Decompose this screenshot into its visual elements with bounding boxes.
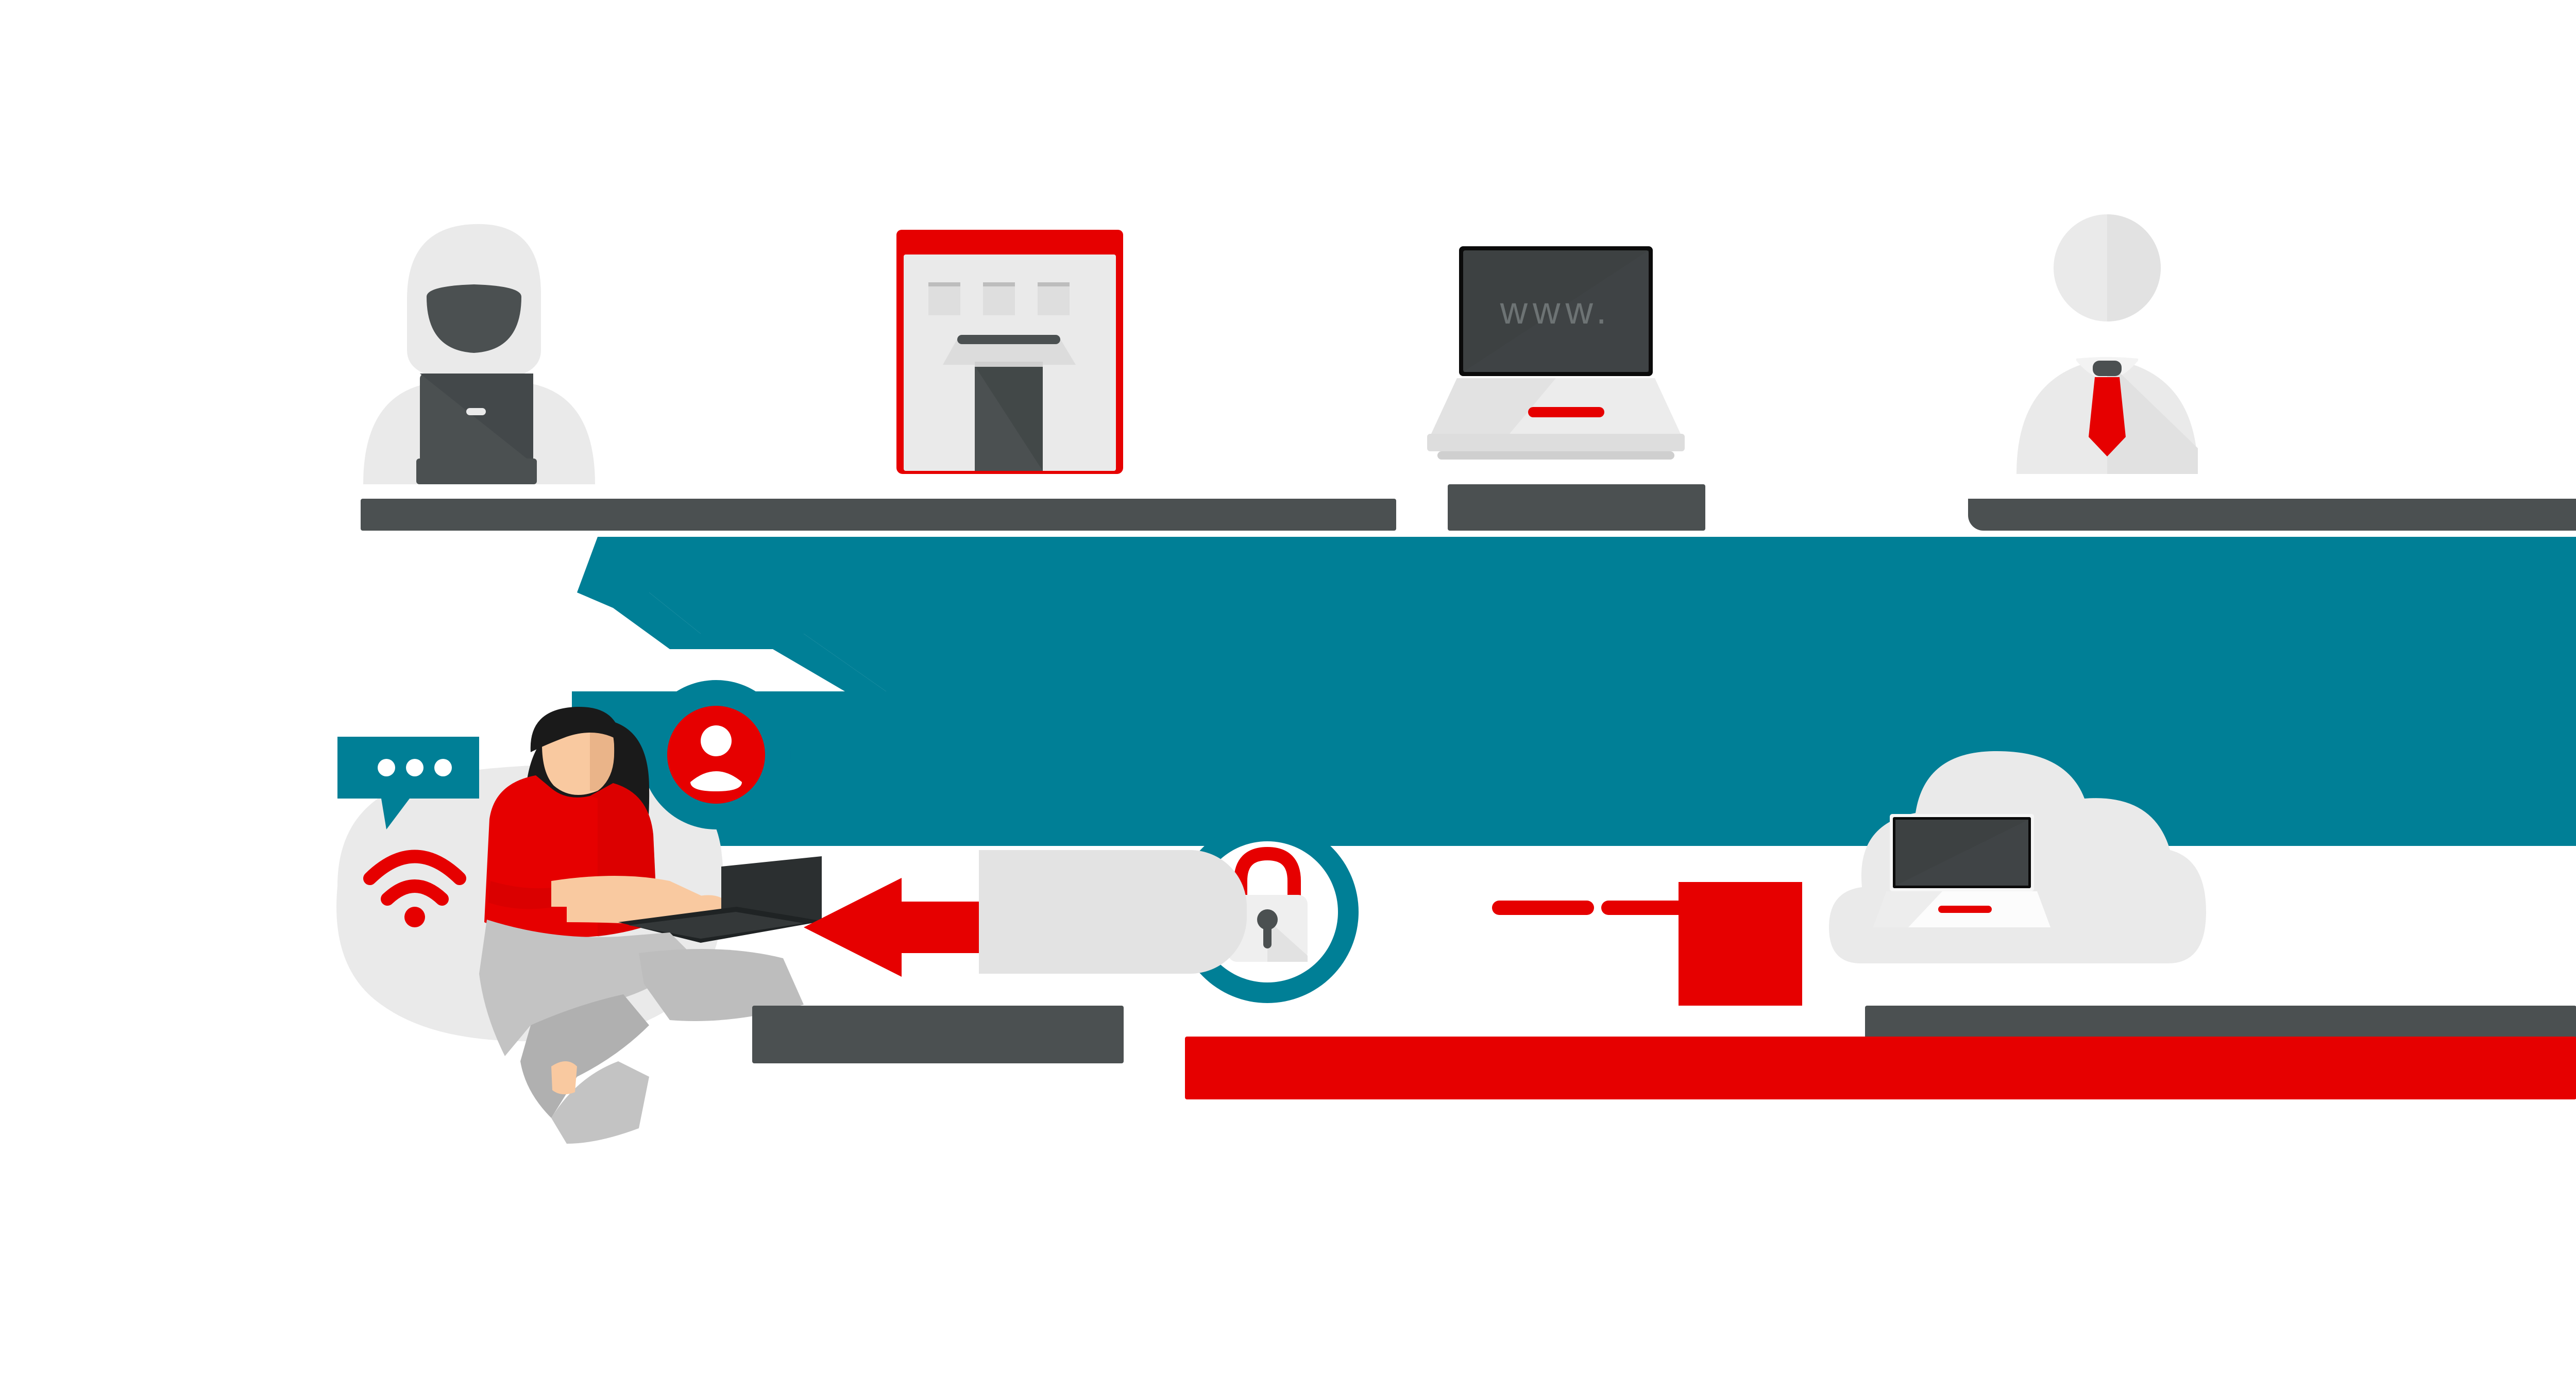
connector-red-block-right bbox=[1679, 882, 1802, 1006]
node-remote-worker[interactable] bbox=[309, 665, 824, 1159]
node-cloud-service[interactable] bbox=[1824, 721, 2215, 979]
business-person-tie-icon bbox=[2016, 214, 2198, 474]
label-fake-website bbox=[1448, 484, 1705, 531]
connector-top-to-bottom-teal bbox=[577, 537, 2576, 691]
node-fake-website[interactable]: www. bbox=[1427, 237, 1685, 474]
laptop-icon bbox=[1873, 814, 2050, 927]
node-victim-employee[interactable] bbox=[1999, 206, 2215, 474]
label-remote-worker bbox=[752, 1006, 1124, 1063]
node-fake-business[interactable] bbox=[896, 227, 1123, 474]
teal-band-bottom bbox=[572, 691, 2576, 846]
laptop-screen-url: www. bbox=[1500, 289, 1612, 332]
wifi-icon bbox=[363, 850, 466, 906]
label-victim-employee bbox=[1968, 499, 2576, 531]
label-secure-connection bbox=[1185, 1037, 2576, 1099]
cloud-laptop-icon bbox=[1829, 751, 2206, 963]
chat-bubble-icon bbox=[337, 737, 479, 829]
label-fake-business bbox=[556, 499, 1396, 531]
woman-laptop-wifi-icon bbox=[336, 680, 823, 1144]
user-badge-icon bbox=[641, 680, 791, 829]
node-attacker[interactable] bbox=[330, 196, 659, 484]
wifi-dot-icon bbox=[404, 907, 425, 927]
hooded-attacker-laptop-icon bbox=[363, 224, 595, 484]
storefront-building-icon bbox=[896, 230, 1123, 474]
connector-gray-pill-left bbox=[979, 850, 1247, 974]
laptop-www-icon: www. bbox=[1427, 246, 1685, 460]
